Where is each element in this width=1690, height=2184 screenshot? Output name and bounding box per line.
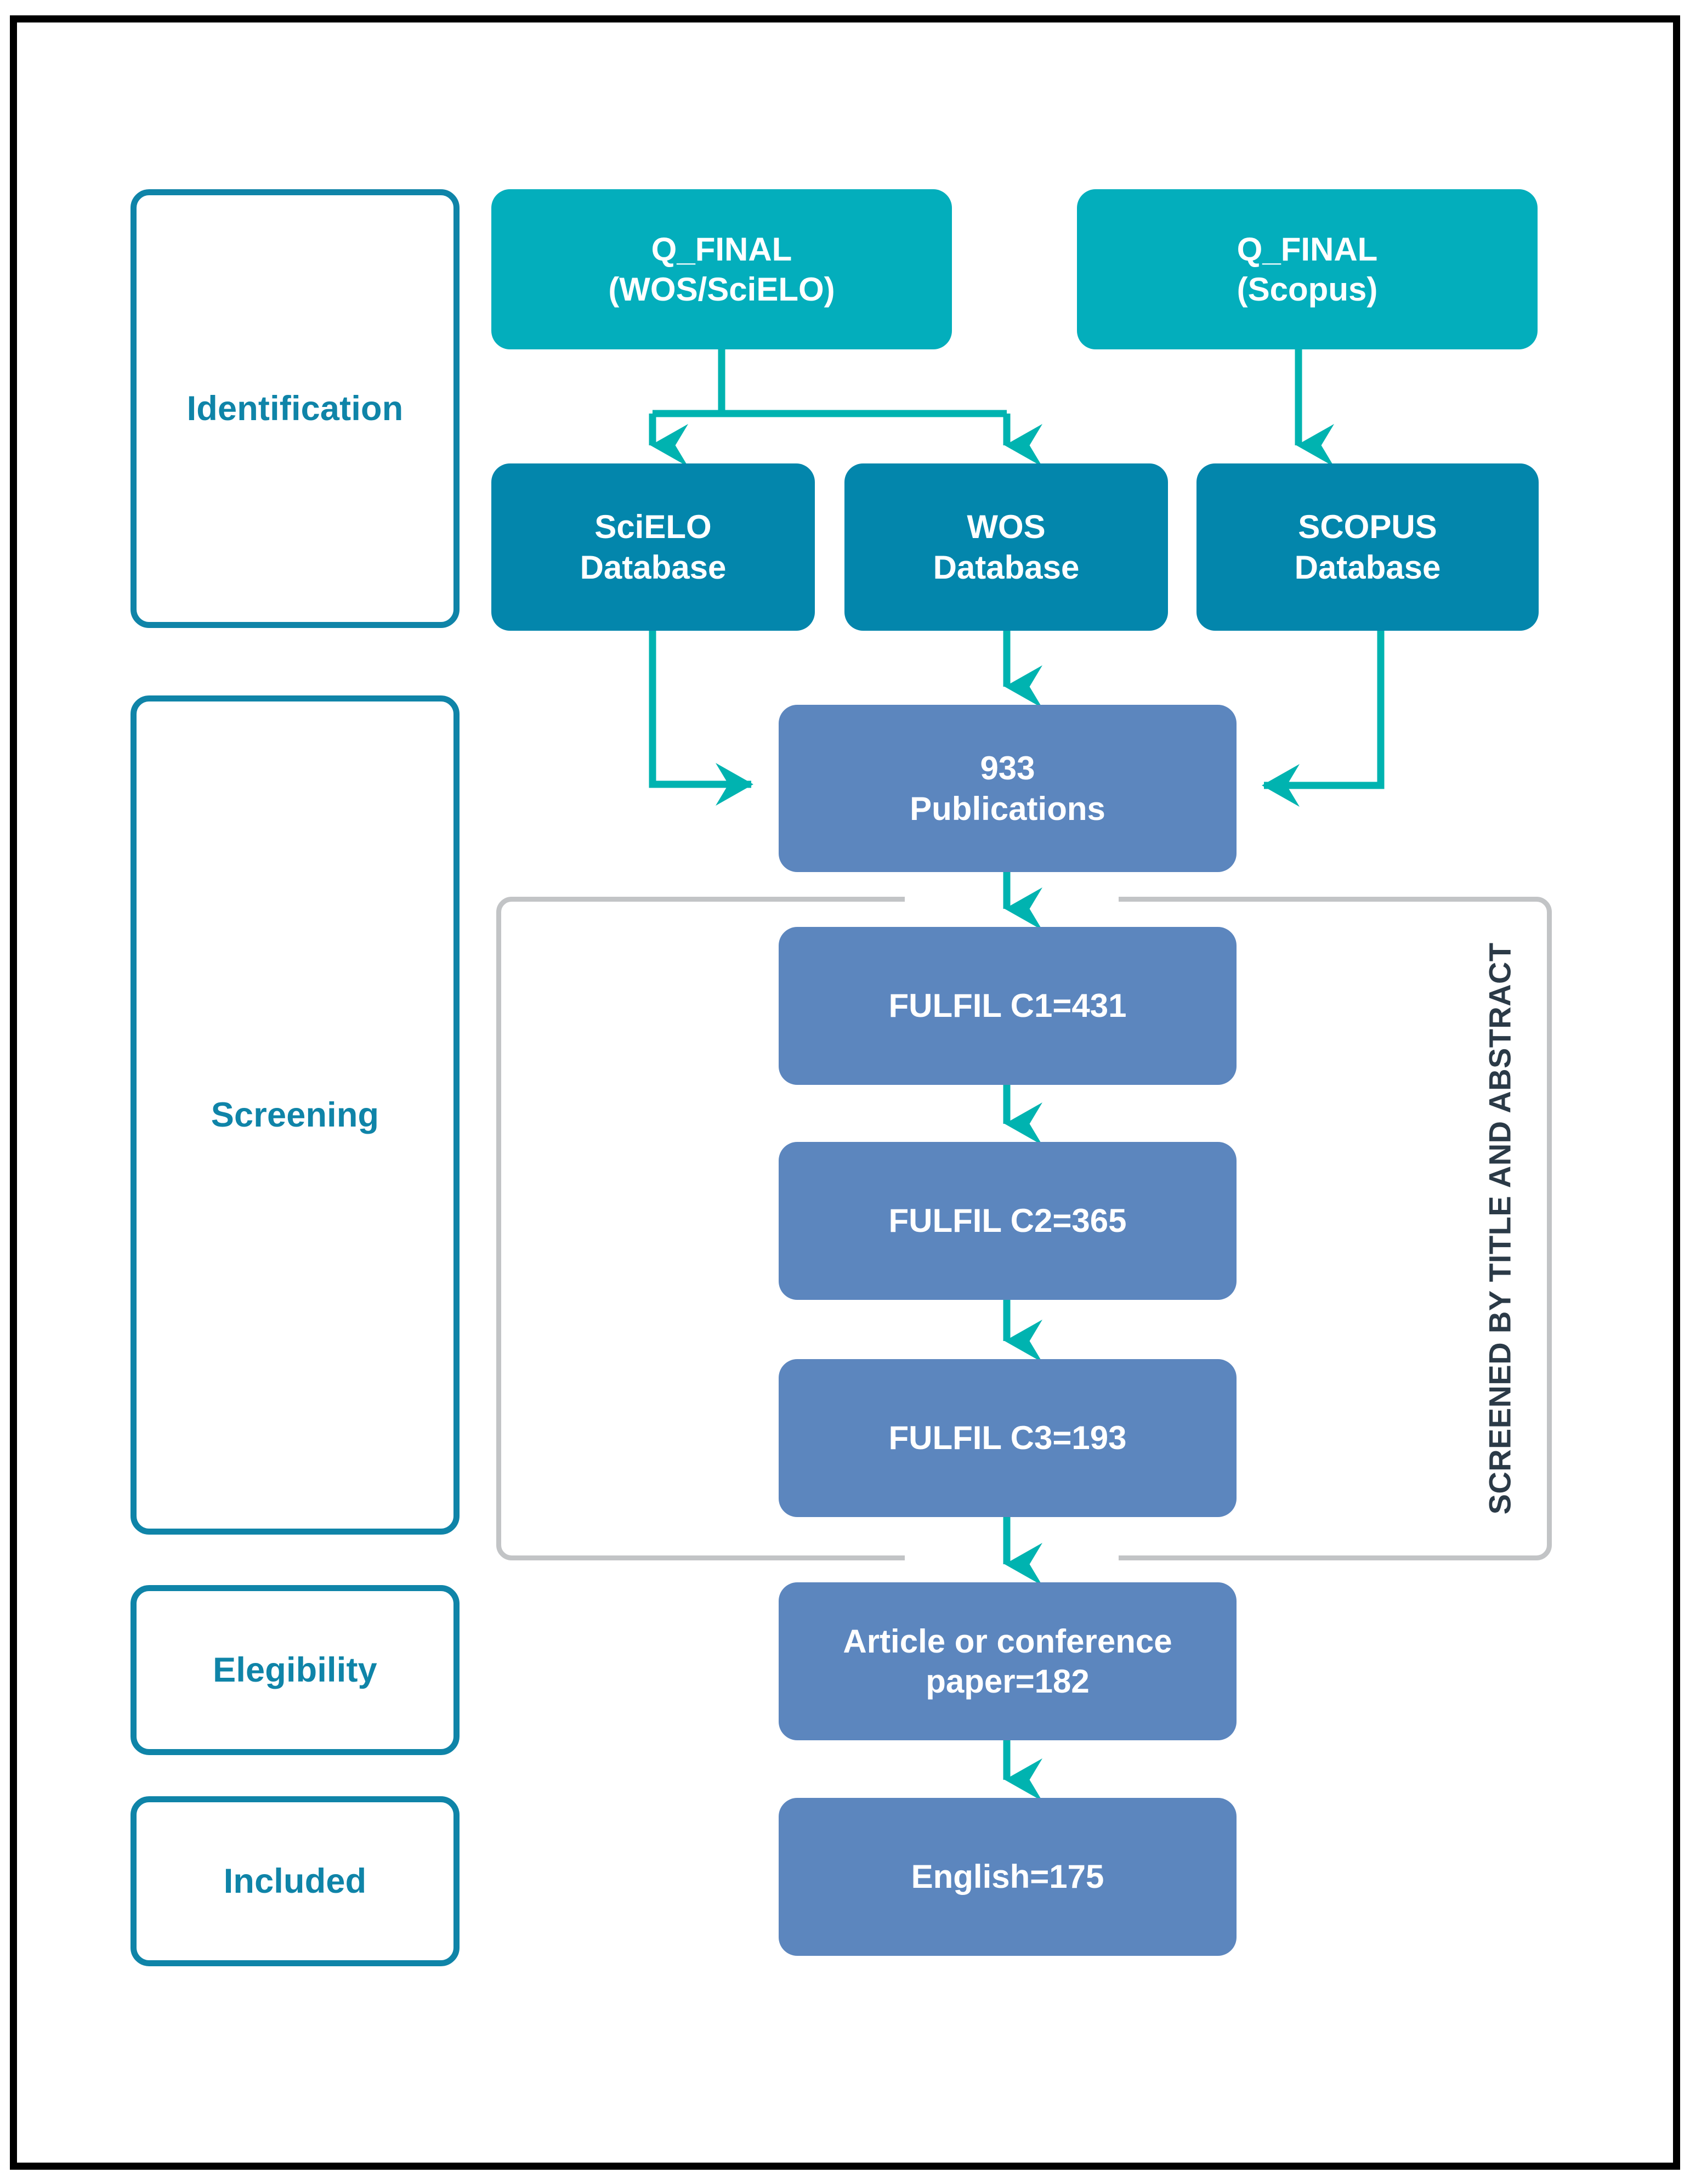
node-qfinal-wos-scielo: Q_FINAL (WOS/SciELO): [491, 189, 952, 349]
node-scielo-line1: SciELO: [594, 508, 712, 546]
node-scopus-database: SCOPUS Database: [1196, 463, 1539, 631]
node-fulfil-c3: FULFIL C3=193: [779, 1359, 1237, 1517]
node-english-label: English=175: [911, 1858, 1104, 1896]
node-wos-line2: Database: [933, 548, 1080, 586]
node-fulfil-c2: FULFIL C2=365: [779, 1142, 1237, 1300]
node-qfinal-scopus-line2: (Scopus): [1237, 271, 1378, 308]
stage-box-included: Included: [131, 1796, 460, 1966]
node-english: English=175: [779, 1798, 1237, 1956]
screened-caption-text: SCREENED BY TITLE AND ABSTRACT: [1482, 942, 1517, 1515]
node-article-line1: Article or conference: [843, 1622, 1172, 1660]
node-publications-label: Publications: [910, 790, 1105, 827]
node-wos-database: WOS Database: [844, 463, 1168, 631]
stage-box-identification: Identification: [131, 189, 460, 628]
node-fulfil-c1-label: FULFIL C1=431: [888, 987, 1127, 1025]
screened-by-title-and-abstract-caption: SCREENED BY TITLE AND ABSTRACT: [1481, 921, 1519, 1536]
node-wos-line1: WOS: [967, 508, 1046, 546]
node-fulfil-c1: FULFIL C1=431: [779, 927, 1237, 1085]
stage-box-screening: Screening: [131, 695, 460, 1535]
node-qfinal-scopus: Q_FINAL (Scopus): [1077, 189, 1538, 349]
node-scopus-line1: SCOPUS: [1298, 508, 1437, 546]
stage-box-elegibility: Elegibility: [131, 1585, 460, 1755]
node-fulfil-c3-label: FULFIL C3=193: [888, 1419, 1127, 1457]
node-qfinal-wos-line2: (WOS/SciELO): [608, 271, 835, 308]
node-publications: 933 Publications: [779, 705, 1237, 872]
node-fulfil-c2-label: FULFIL C2=365: [888, 1202, 1127, 1240]
stage-label-identification: Identification: [186, 389, 404, 428]
node-scopus-line2: Database: [1294, 548, 1441, 586]
node-publications-count: 933: [980, 750, 1035, 787]
node-scielo-database: SciELO Database: [491, 463, 815, 631]
node-scielo-line2: Database: [580, 548, 727, 586]
container-gap-top: [905, 889, 1119, 910]
node-qfinal-wos-line1: Q_FINAL: [651, 230, 792, 268]
stage-label-screening: Screening: [211, 1095, 379, 1134]
page-border: [10, 15, 1680, 2170]
container-gap-bottom: [905, 1548, 1119, 1573]
node-article-or-conference-paper: Article or conference paper=182: [779, 1582, 1237, 1740]
stage-label-elegibility: Elegibility: [213, 1650, 377, 1689]
node-qfinal-scopus-line1: Q_FINAL: [1237, 230, 1378, 268]
stage-label-included: Included: [223, 1862, 367, 1900]
node-article-line2: paper=182: [926, 1663, 1090, 1700]
